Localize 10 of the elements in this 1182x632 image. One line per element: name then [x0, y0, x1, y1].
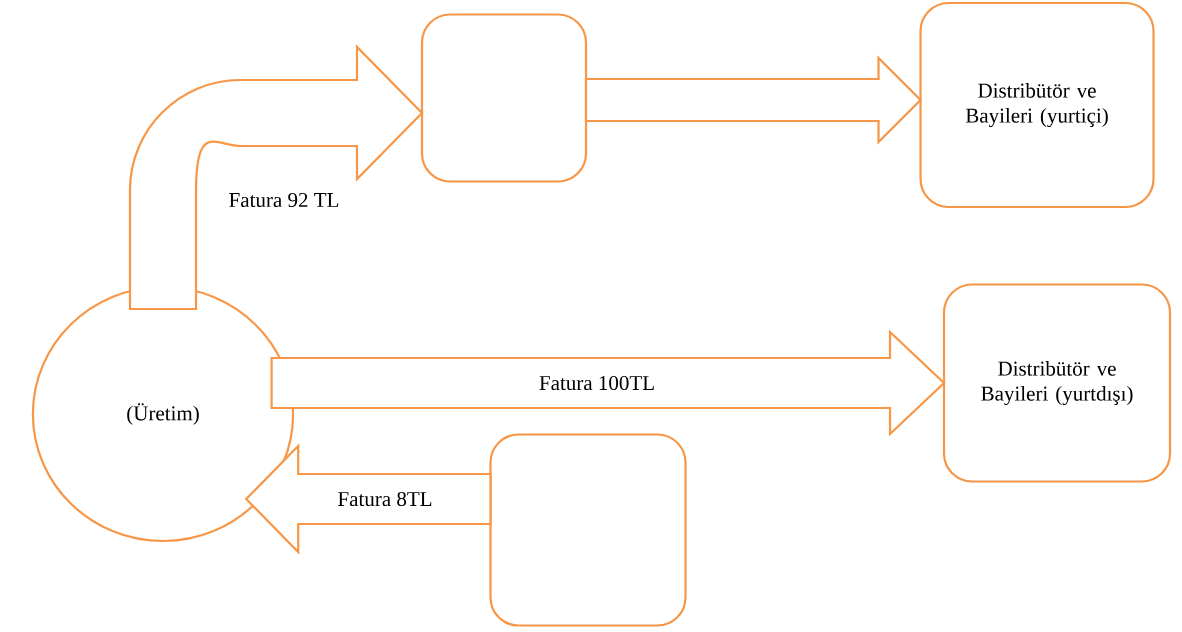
- block-arrow: [270, 329, 946, 437]
- rounded-box: [489, 433, 687, 627]
- block-arrow: [128, 45, 424, 311]
- rounded-box: [420, 13, 588, 183]
- rounded-box: Distribütör ve Bayileri (yurtiçi): [919, 1, 1155, 209]
- edge-label: Fatura 92 TL: [227, 191, 341, 209]
- block-arrow: [244, 443, 492, 555]
- ellipse-node: (Üretim): [31, 285, 295, 543]
- rounded-box: Distribütör ve Bayileri (yurtdışı): [942, 283, 1172, 483]
- block-arrow: [584, 55, 923, 145]
